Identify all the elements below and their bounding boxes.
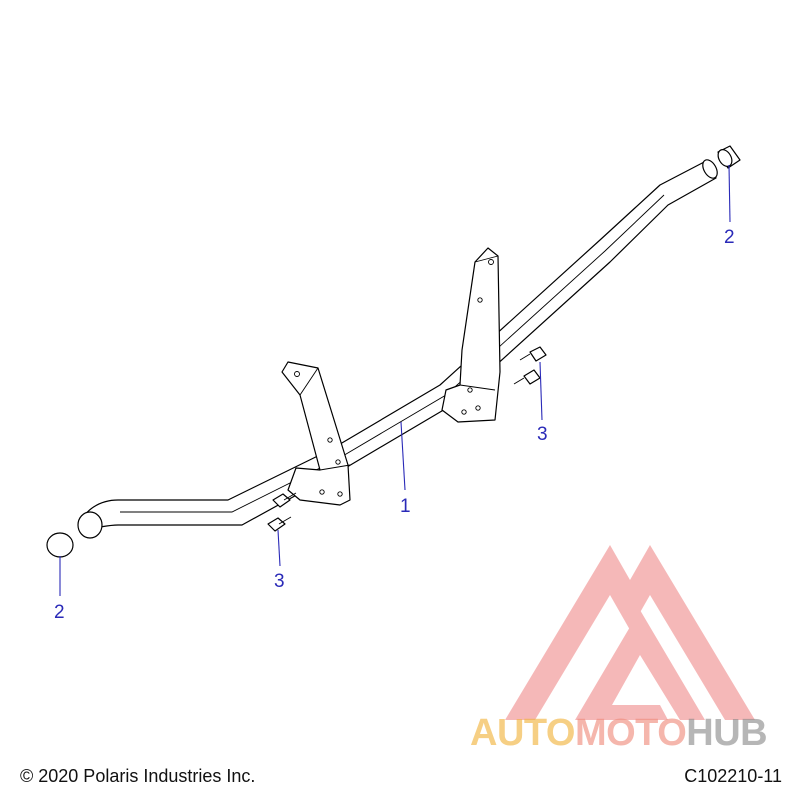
leader-bolts-right — [539, 361, 543, 421]
watermark-triangle-inner — [575, 610, 705, 720]
callout-bolts-left: 3 — [274, 571, 285, 592]
watermark-word-hub: HUB — [686, 712, 768, 754]
left-bracket-hole-4 — [319, 489, 325, 495]
copyright-notice: © 2020 Polaris Industries Inc. — [20, 766, 256, 786]
bolt-left-lower-shank — [278, 516, 292, 525]
end-plug-left — [46, 532, 74, 558]
callout-plug-right: 2 — [724, 227, 735, 248]
callout-bolts-right: 3 — [537, 424, 548, 445]
tube-left-end — [77, 511, 103, 539]
left-bracket-hole-5 — [337, 491, 343, 497]
right-bracket-hole-2 — [477, 297, 483, 303]
watermark-wordmark: AUTOMOTOHUB — [470, 712, 792, 755]
figure-code: C102210-11 — [684, 766, 782, 786]
left-bracket-hole-3 — [335, 459, 341, 465]
crossbar-tube — [77, 159, 718, 539]
right-bracket-plate — [441, 247, 501, 423]
end-plug-left-face — [46, 532, 74, 558]
right-bracket-hole-4 — [475, 405, 481, 411]
bolt-group-left — [267, 492, 297, 532]
bolt-right-upper — [529, 346, 547, 362]
tube-right-end — [702, 159, 718, 179]
bolt-right-lower — [523, 369, 541, 385]
leader-bolts-left — [277, 529, 281, 567]
bolt-left-upper-shank — [283, 492, 297, 501]
left-bracket — [281, 361, 351, 506]
leader-plug-right — [728, 164, 731, 223]
watermark-word-auto: AUTO — [470, 712, 575, 754]
left-bracket-hole-2 — [327, 437, 333, 443]
tube-body — [79, 159, 717, 529]
right-bracket — [441, 247, 501, 423]
left-bracket-hole-1 — [294, 371, 300, 377]
left-bracket-fold — [299, 367, 351, 471]
bolt-left-upper — [272, 493, 291, 508]
right-bracket-hole-3 — [467, 387, 473, 393]
tube-highlight — [120, 194, 665, 513]
callout-tube: 1 — [400, 496, 411, 517]
bolt-group-right — [513, 346, 547, 385]
end-plug-right — [717, 145, 741, 169]
watermark-logo — [505, 545, 755, 720]
left-bracket-plate — [281, 361, 351, 506]
watermark-word-moto: MOTO — [574, 712, 687, 754]
leader-tube — [400, 421, 406, 491]
bolt-right-lower-shank — [513, 377, 525, 385]
right-bracket-hole-5 — [461, 409, 467, 415]
right-bracket-fold — [459, 255, 499, 391]
bolt-right-upper-shank — [519, 353, 531, 361]
watermark-triangle-outer — [505, 545, 755, 720]
bolt-left-lower — [267, 517, 286, 532]
callout-plug-left: 2 — [54, 602, 65, 623]
right-bracket-hole-1 — [488, 259, 494, 265]
